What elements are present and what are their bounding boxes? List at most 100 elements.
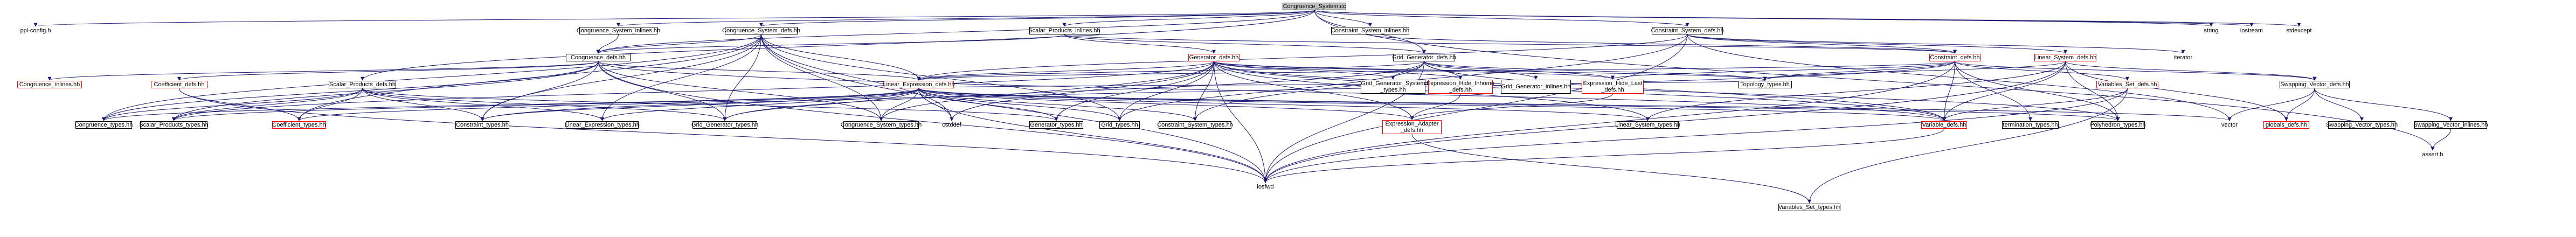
edge-generator-defs-hh-to-polyhedron-types-hh — [1214, 61, 2120, 121]
edge-constraint-defs-hh-to-topology-types-hh — [1763, 61, 1955, 81]
edge-linear-expression-defs-hh-to-grid-types-hh — [918, 88, 1121, 121]
node-generator-types-hh[interactable]: Generator_types.hh — [1029, 121, 1083, 129]
node-congruence-system-cc: Congruence_System.cc — [1283, 3, 1346, 10]
node-expression-adapter-defs-hh[interactable]: Expression_Adapter _defs.hh — [1382, 120, 1442, 134]
node-constraint-defs-hh[interactable]: Constraint_defs.hh — [1929, 54, 1981, 61]
edge-linear-expression-defs-hh-to-generator-types-hh — [918, 88, 1058, 121]
edge-scalar-products-defs-hh-to-constraint-types-hh — [362, 88, 484, 121]
node-swapping-vector-inlines-hh[interactable]: Swapping_Vector_inlines.hh — [2413, 121, 2488, 129]
edge-scalar-products-defs-hh-to-coefficient-types-hh — [297, 88, 363, 121]
node-variable-defs-hh[interactable]: Variable_defs.hh — [1921, 121, 1967, 129]
edge-congruence-system-defs-hh-to-linear-expression-defs-hh — [761, 34, 921, 81]
edge-linear-expression-defs-hh-to-congruence-system-types-hh — [879, 88, 919, 121]
edge-scalar-products-defs-hh-to-generator-types-hh — [362, 88, 1058, 121]
node-coefficient-types-hh[interactable]: Coefficient_types.hh — [272, 121, 326, 129]
node-grid-generator-types-hh[interactable]: Grid_Generator_types.hh — [691, 121, 759, 129]
edge-scalar-products-inlines-hh-to-congruence-defs-hh — [596, 34, 1065, 54]
edge-linear-system-defs-hh-to-topology-types-hh — [1763, 61, 2066, 81]
edge-congruence-system-cc-to-stdexcept — [1314, 10, 2301, 27]
node-swapping-vector-defs-hh[interactable]: Swapping_Vector_defs.hh — [2280, 81, 2350, 88]
edge-constraint-defs-hh-to-termination-types-hh — [1955, 61, 2032, 121]
node-variables-set-defs-hh[interactable]: Variables_Set_defs.hh — [2096, 81, 2158, 88]
node-constraint-system-types-hh[interactable]: Constraint_System_types.hh — [1157, 121, 1233, 129]
edge-swapping-vector-defs-hh-to-globals-defs-hh — [2284, 88, 2315, 121]
edge-constraint-system-defs-hh-to-linear-system-defs-hh — [1687, 34, 2067, 54]
node-assert-h: assert.h — [2422, 151, 2443, 158]
node-congruence-system-defs-hh[interactable]: Congruence_System_defs.hh — [722, 27, 800, 34]
node-constraint-system-defs-hh[interactable]: Constraint_System_defs.hh — [1651, 27, 1724, 34]
node-generator-defs-hh[interactable]: Generator_defs.hh — [1188, 54, 1239, 61]
node-globals-defs-hh[interactable]: globals_defs.hh — [2263, 121, 2309, 129]
node-congruence-defs-hh[interactable]: Congruence_defs.hh — [566, 54, 631, 61]
edge-scalar-products-inlines-hh-to-grid-generator-defs-hh — [1064, 34, 1426, 54]
edge-constraint-defs-hh-to-iosfwd — [1263, 61, 1955, 183]
edge-variables-set-defs-hh-to-variables-set-types-hh — [1808, 88, 2128, 204]
edge-linear-system-defs-hh-to-linear-system-types-hh — [1646, 61, 2066, 121]
node-iostream: iostream — [2240, 27, 2263, 34]
node-stdexcept: stdexcept — [2286, 27, 2312, 34]
edge-congruence-system-defs-hh-to-congruence-types-hh — [102, 34, 761, 121]
node-coefficient-defs-hh[interactable]: Coefficient_defs.hh — [151, 81, 207, 88]
edge-constraint-defs-hh-to-linear-expression-defs-hh — [917, 61, 1955, 81]
edge-linear-expression-defs-hh-to-topology-types-hh — [918, 80, 1767, 89]
node-termination-types-hh[interactable]: termination_types.hh — [2002, 121, 2059, 129]
node-congruence-system-types-hh[interactable]: Congruence_System_types.hh — [840, 121, 922, 129]
node-scalar-products-defs-hh[interactable]: Scalar_Products_defs.hh — [329, 81, 396, 88]
edge-constraint-system-defs-hh-to-iterator — [1687, 34, 2185, 54]
edge-generator-defs-hh-to-scalar-products-types-hh — [172, 61, 1214, 121]
node-polyhedron-types-hh[interactable]: Polyhedron_types.hh — [2090, 121, 2146, 129]
edge-generator-defs-hh-to-grid-generator-system-types-hh — [1214, 61, 1395, 80]
edge-congruence-system-defs-hh-to-iosfwd — [761, 34, 1268, 183]
edge-constraint-defs-hh-to-swapping-vector-defs-hh — [1955, 61, 2317, 81]
edge-constraint-defs-hh-to-constraint-types-hh — [480, 61, 1955, 121]
edge-linear-expression-defs-hh-to-vector — [918, 88, 2231, 121]
edge-scalar-products-defs-hh-to-congruence-types-hh — [102, 88, 363, 121]
edge-constraint-system-defs-hh-to-constraint-system-types-hh — [1193, 34, 1688, 121]
node-congruence-types-hh[interactable]: Congruence_types.hh — [74, 121, 133, 129]
node-linear-expression-types-hh[interactable]: Linear_Expression_types.hh — [565, 121, 640, 129]
edge-expression-hide-last-defs-hh-to-expression-adapter-defs-hh — [1410, 93, 1613, 120]
edge-congruence-defs-hh-to-constraint-types-hh — [480, 61, 599, 121]
edge-congruence-defs-hh-to-congruence-system-types-hh — [598, 61, 883, 121]
edge-generator-defs-hh-to-iosfwd — [1214, 61, 1268, 183]
node-grid-generator-defs-hh[interactable]: Grid_Generator_defs.hh — [1392, 54, 1456, 61]
node-expression-hide-inhomo-defs-hh[interactable]: Expression_Hide_Inhomo _defs.hh — [1427, 80, 1494, 94]
edge-congruence-system-cc-to-constraint-system-inlines-hh — [1314, 10, 1372, 27]
node-congruence-inlines-hh[interactable]: Congruence_inlines.hh — [17, 81, 82, 88]
edge-congruence-system-cc-to-congruence-system-defs-hh — [759, 10, 1315, 27]
edge-congruence-defs-hh-to-grid-generator-types-hh — [598, 61, 727, 121]
edge-congruence-system-cc-to-congruence-system-inlines-hh — [617, 10, 1315, 27]
edge-linear-expression-defs-hh-to-iosfwd — [918, 88, 1268, 183]
node-linear-expression-defs-hh[interactable]: Linear_Expression_defs.hh — [883, 81, 955, 88]
edge-congruence-system-cc-to-congruence-defs-hh — [596, 10, 1315, 54]
node-expression-hide-last-defs-hh[interactable]: Expression_Hide_Last _defs.hh — [1582, 80, 1644, 94]
node-scalar-products-inlines-hh[interactable]: Scalar_Products_inlines.hh — [1028, 27, 1100, 34]
node-constraint-types-hh[interactable]: Constraint_types.hh — [455, 121, 509, 129]
edge-constraint-system-defs-hh-to-constraint-defs-hh — [1687, 34, 1957, 54]
edge-congruence-system-defs-hh-to-congruence-defs-hh — [596, 34, 761, 54]
edge-linear-expression-defs-hh-to-grid-generator-types-hh — [723, 88, 919, 121]
node-grid-generator-system-types-hh[interactable]: Grid_Generator_System _types.hh — [1361, 80, 1425, 94]
edge-grid-generator-defs-hh-to-topology-types-hh — [1424, 61, 1767, 81]
edge-constraint-defs-hh-to-polyhedron-types-hh — [1955, 61, 2120, 121]
node-topology-types-hh[interactable]: Topology_types.hh — [1738, 81, 1792, 88]
node-linear-system-defs-hh[interactable]: Linear_System_defs.hh — [2034, 54, 2097, 61]
node-linear-system-types-hh[interactable]: Linear_System_types.hh — [1615, 121, 1681, 129]
edge-linear-expression-defs-hh-to-polyhedron-types-hh — [918, 88, 2120, 121]
node-grid-generator-inlines-hh[interactable]: Grid_Generator_inlines.hh — [1501, 80, 1571, 94]
node-grid-types-hh[interactable]: Grid_types.hh — [1099, 121, 1140, 129]
edge-congruence-defs-hh-to-congruence-inlines-hh — [47, 61, 599, 81]
node-congruence-system-inlines-hh[interactable]: Congruence_System_inlines.hh — [576, 27, 661, 34]
node-scalar-products-types-hh[interactable]: Scalar_Products_types.hh — [139, 121, 209, 129]
node-variables-set-types-hh[interactable]: Variables_Set_types.hh — [1778, 204, 1841, 211]
edge-linear-expression-defs-hh-to-scalar-products-types-hh — [172, 88, 919, 121]
edge-swapping-vector-defs-hh-to-swapping-vector-types-hh — [2314, 88, 2364, 121]
node-swapping-vector-types-hh[interactable]: Swapping_Vector_types.hh — [2325, 121, 2398, 129]
edge-linear-expression-defs-hh-to-coefficient-types-hh — [297, 88, 919, 121]
edge-grid-generator-defs-hh-to-linear-expression-defs-hh — [917, 61, 1424, 81]
node-constraint-system-inlines-hh[interactable]: Constraint_System_inlines.hh — [1331, 27, 1410, 34]
edge-generator-defs-hh-to-grid-types-hh — [1118, 61, 1214, 121]
edge-generator-defs-hh-to-generator-types-hh — [1054, 61, 1214, 121]
edge-constraint-defs-hh-to-variables-set-defs-hh — [1955, 61, 2129, 81]
